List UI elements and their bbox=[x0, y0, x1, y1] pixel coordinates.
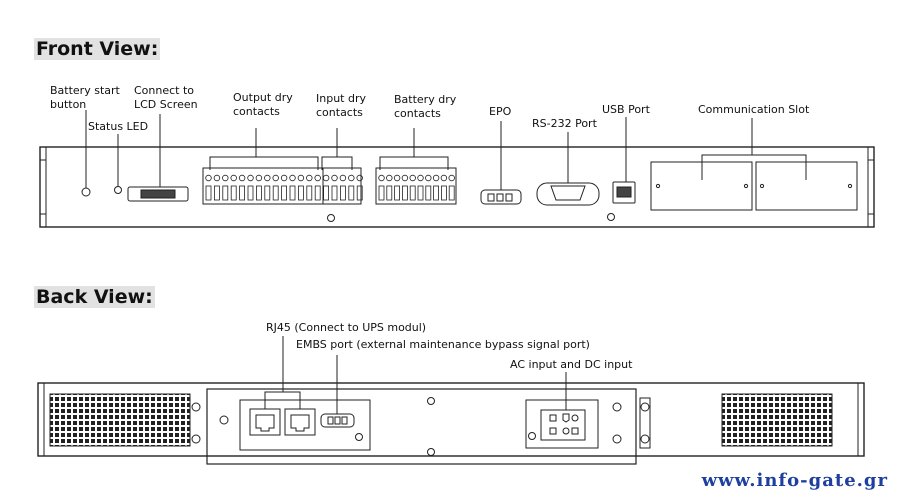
right-vent-grille bbox=[721, 393, 833, 447]
rj45-embs-plate bbox=[239, 336, 371, 451]
terminal-slot bbox=[297, 185, 304, 201]
communication-slots bbox=[650, 118, 858, 211]
terminal-screw bbox=[378, 174, 385, 182]
epo-connector bbox=[480, 121, 522, 205]
watermark-url: www.info-gate.gr bbox=[701, 470, 888, 491]
back-view-heading: Back View: bbox=[34, 286, 155, 308]
terminal-slot bbox=[222, 185, 229, 201]
terminal-screw bbox=[322, 174, 330, 182]
status-led-label: Status LED bbox=[88, 120, 149, 133]
terminal-screw bbox=[238, 174, 246, 182]
front-panel bbox=[39, 146, 875, 228]
terminal-screw bbox=[280, 174, 288, 182]
terminal-screw bbox=[425, 174, 432, 182]
status-led bbox=[114, 186, 122, 194]
terminal-screw bbox=[432, 174, 440, 182]
terminal-screw bbox=[222, 174, 229, 182]
terminal-screw bbox=[393, 174, 401, 182]
terminal-screw bbox=[306, 174, 313, 182]
usb-port-label: USB Port bbox=[602, 103, 650, 116]
terminal-slot bbox=[348, 185, 355, 201]
terminal-slot bbox=[394, 185, 401, 201]
ac-dc-input-label: AC input and DC input bbox=[510, 358, 633, 371]
terminal-screw bbox=[230, 174, 237, 182]
terminal-screw bbox=[247, 174, 254, 182]
rs232-label: RS-232 Port bbox=[532, 117, 597, 130]
battery-start-label: Battery start button bbox=[50, 84, 120, 111]
terminal-slot bbox=[314, 185, 321, 201]
terminal-screw bbox=[264, 174, 271, 182]
terminal-slot bbox=[281, 185, 288, 201]
terminal-screw bbox=[339, 174, 347, 182]
terminal-screw bbox=[409, 174, 416, 182]
battery-bracket bbox=[379, 128, 449, 170]
battery-start-button bbox=[81, 187, 91, 197]
terminal-slot bbox=[205, 185, 212, 201]
terminal-slot bbox=[386, 185, 393, 201]
terminal-slot bbox=[272, 185, 279, 201]
terminal-slot bbox=[264, 185, 271, 201]
rj45-port-1 bbox=[249, 408, 281, 436]
front-view-heading: Front View: bbox=[34, 38, 161, 60]
terminal-screw bbox=[314, 174, 321, 182]
output-dry-contacts-label: Output dry contacts bbox=[233, 91, 293, 118]
input-dry-contacts-label: Input dry contacts bbox=[316, 92, 366, 119]
terminal-slot bbox=[323, 185, 330, 201]
terminal-slot bbox=[331, 185, 338, 201]
back-panel bbox=[37, 382, 865, 465]
input-bracket bbox=[321, 128, 353, 170]
terminal-screw bbox=[348, 174, 355, 182]
terminal-slot bbox=[339, 185, 346, 201]
terminal-pins bbox=[205, 174, 455, 201]
communication-slot-label: Communication Slot bbox=[698, 103, 810, 116]
terminal-slot bbox=[306, 185, 313, 201]
terminal-screw bbox=[331, 174, 338, 182]
terminal-slot bbox=[417, 185, 424, 201]
terminal-slot bbox=[356, 185, 363, 201]
usb-port bbox=[612, 117, 636, 204]
battery-dry-contacts-label: Battery dry contacts bbox=[394, 93, 457, 120]
terminal-screw bbox=[448, 174, 455, 182]
connect-lcd-label: Connect to LCD Screen bbox=[134, 84, 198, 111]
terminal-slot bbox=[378, 185, 385, 201]
terminal-slot bbox=[247, 185, 254, 201]
terminal-slot bbox=[213, 185, 220, 201]
terminal-slot bbox=[433, 185, 440, 201]
terminal-screw bbox=[272, 174, 279, 182]
terminal-screw bbox=[386, 174, 393, 182]
terminal-slot bbox=[239, 185, 246, 201]
terminal-slot bbox=[448, 185, 455, 201]
embs-port bbox=[320, 413, 355, 428]
terminal-screw bbox=[440, 174, 448, 182]
terminal-slot bbox=[409, 185, 416, 201]
epo-label: EPO bbox=[489, 105, 512, 118]
ac-dc-input-plate bbox=[525, 372, 599, 449]
embs-port-label: EMBS port (external maintenance bypass s… bbox=[296, 338, 590, 351]
terminal-screw bbox=[213, 174, 221, 182]
lcd-connector bbox=[127, 114, 189, 202]
rj45-port-2 bbox=[284, 408, 316, 436]
terminal-slot bbox=[230, 185, 237, 201]
terminal-screw bbox=[205, 174, 212, 182]
terminal-screw bbox=[289, 174, 296, 182]
terminal-slot bbox=[425, 185, 432, 201]
terminal-screw bbox=[356, 174, 363, 182]
terminal-slot bbox=[440, 185, 447, 201]
terminal-screw bbox=[255, 174, 263, 182]
rj45-label: RJ45 (Connect to UPS modul) bbox=[266, 321, 427, 334]
terminal-screw bbox=[297, 174, 305, 182]
terminal-screw bbox=[417, 174, 424, 182]
left-vent-grille bbox=[49, 393, 191, 447]
terminal-slot bbox=[255, 185, 262, 201]
output-bracket bbox=[209, 128, 319, 170]
terminal-screw bbox=[401, 174, 409, 182]
terminal-slot bbox=[289, 185, 296, 201]
battery-dry-contacts-terminal bbox=[375, 167, 457, 205]
terminal-slot bbox=[401, 185, 408, 201]
rs232-port bbox=[536, 132, 600, 206]
